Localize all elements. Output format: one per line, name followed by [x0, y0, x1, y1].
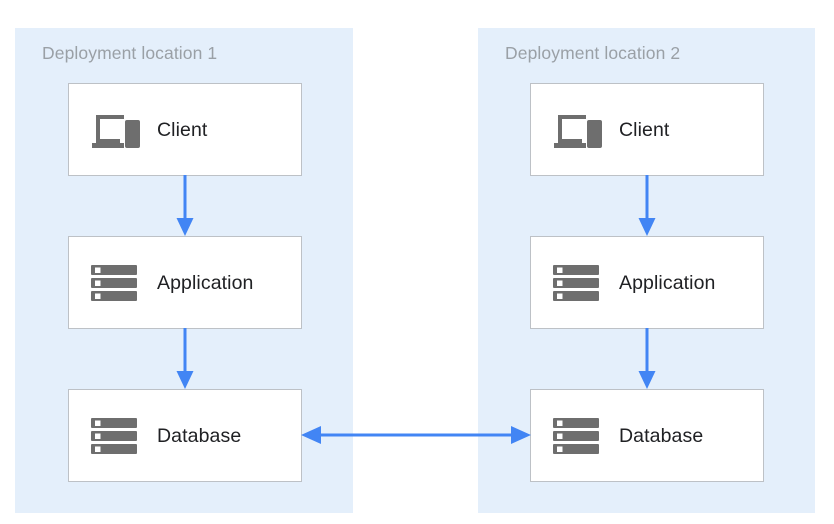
- server-rack-icon: [91, 417, 137, 454]
- node-application-1-label: Application: [157, 271, 254, 294]
- server-rack-icon: [553, 264, 599, 301]
- node-database-1[interactable]: Database: [68, 389, 302, 482]
- node-application-1[interactable]: Application: [68, 236, 302, 329]
- node-client-1-label: Client: [157, 118, 208, 141]
- node-application-2[interactable]: Application: [530, 236, 764, 329]
- deployment-location-2-title: Deployment location 2: [505, 43, 681, 63]
- node-client-2[interactable]: Client: [530, 83, 764, 176]
- server-rack-icon: [553, 417, 599, 454]
- node-application-2-label: Application: [619, 271, 716, 294]
- connector-application-2-to-database-2: [638, 328, 656, 389]
- node-database-2[interactable]: Database: [530, 389, 764, 482]
- connector-application-1-to-database-1: [176, 328, 194, 389]
- connector-database-1-to-database-2-bidirectional: [301, 426, 531, 444]
- connector-client-2-to-application-2: [638, 175, 656, 236]
- node-database-1-label: Database: [157, 424, 242, 447]
- node-client-1[interactable]: Client: [68, 83, 302, 176]
- connector-client-1-to-application-1: [176, 175, 194, 236]
- devices-icon: [92, 114, 140, 148]
- deployment-location-1-title: Deployment location 1: [42, 43, 218, 63]
- node-client-2-label: Client: [619, 118, 670, 141]
- devices-icon: [554, 114, 602, 148]
- server-rack-icon: [91, 264, 137, 301]
- node-database-2-label: Database: [619, 424, 704, 447]
